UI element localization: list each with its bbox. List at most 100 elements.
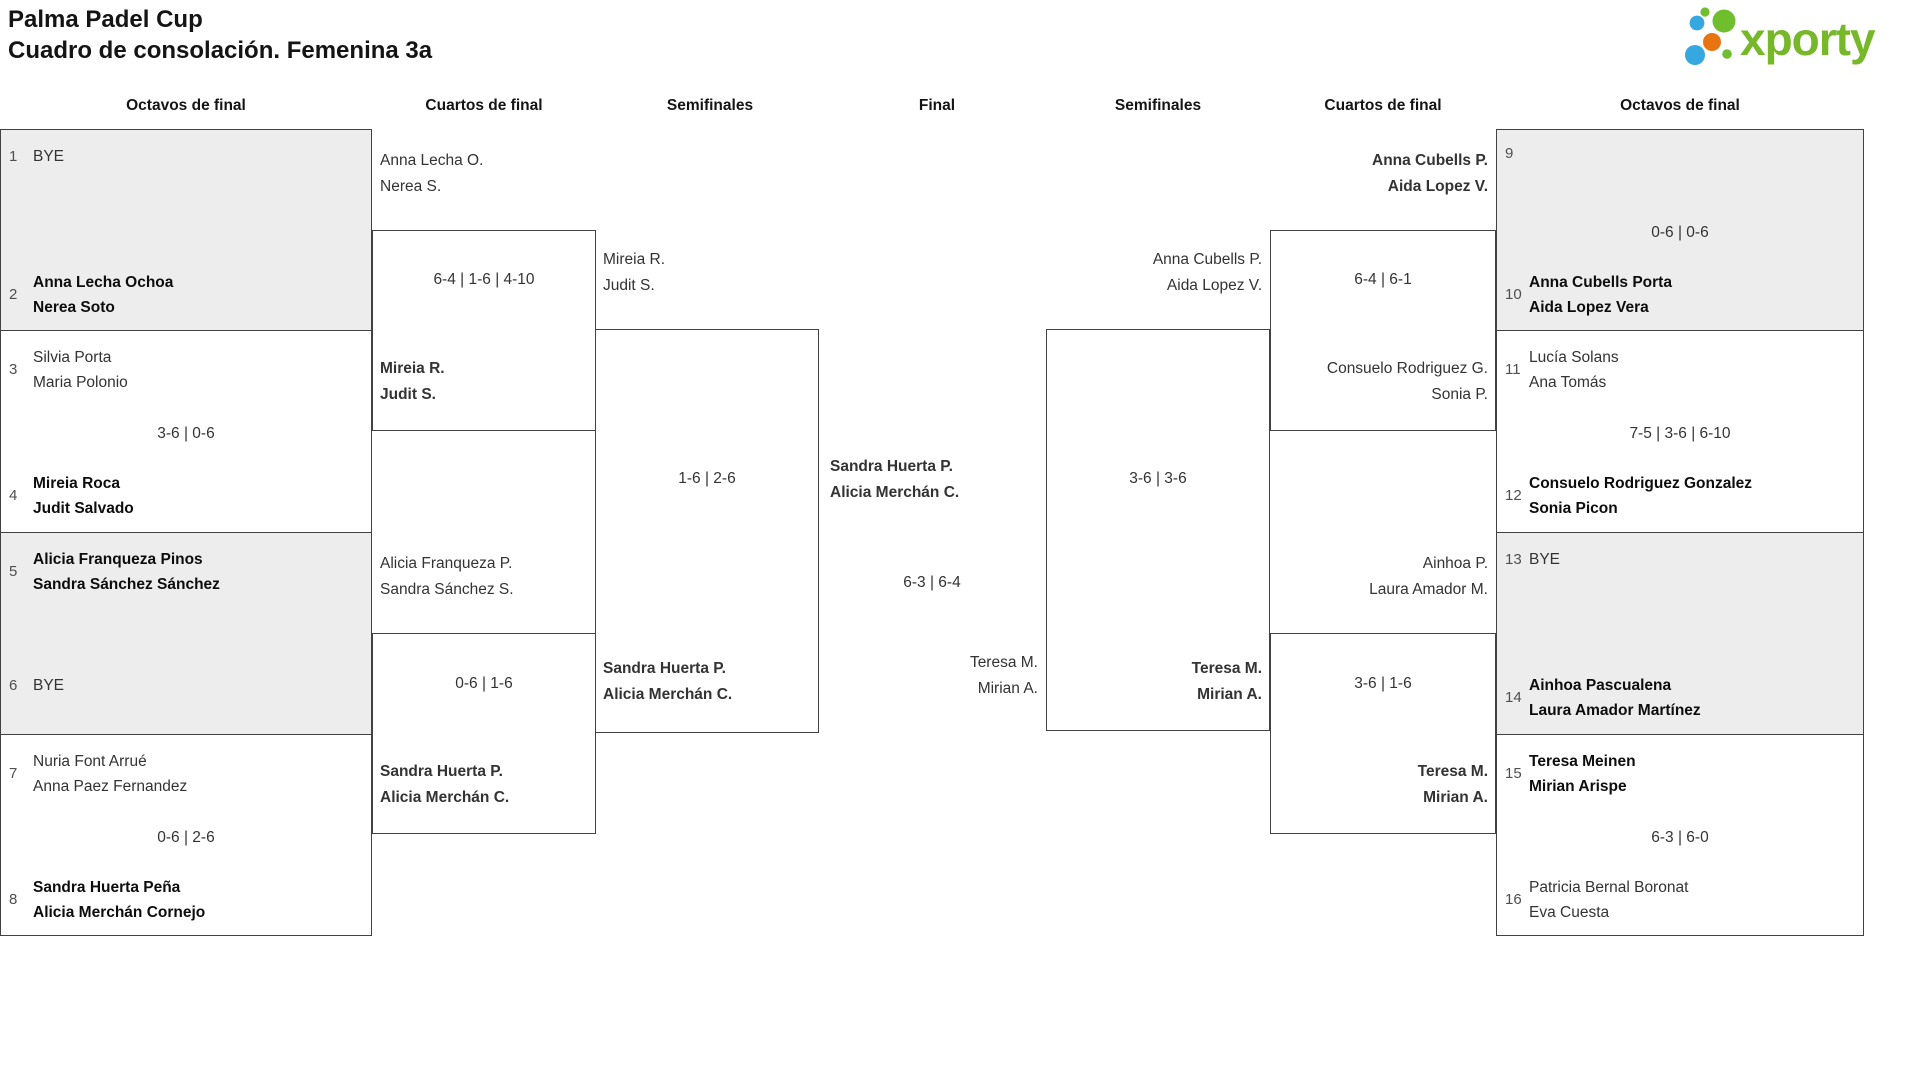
sf-team: Sandra Huerta P.Alicia Merchán C.	[603, 660, 733, 703]
qf-right-bottom-box	[1270, 633, 1496, 834]
sf-score: 3-6 | 3-6	[1129, 470, 1187, 487]
seed-number: 6	[9, 676, 18, 694]
seed-number: 4	[9, 487, 18, 504]
column-header-semis-left: Semifinales	[666, 97, 754, 114]
qf-score: 6-4 | 6-1	[1354, 271, 1412, 288]
column-header-octavos-right: Octavos de final	[1620, 97, 1740, 114]
seed-number: 14	[1505, 689, 1522, 706]
match-score: 3-6 | 0-6	[157, 425, 215, 442]
qf-team: Teresa M.Mirian A.	[1417, 763, 1488, 806]
seed-number: 9	[1505, 145, 1514, 162]
seed-number: 16	[1505, 891, 1522, 908]
qf-team: Alicia Franqueza P.Sandra Sánchez S.	[380, 555, 514, 598]
qf-team: Sandra Huerta P.Alicia Merchán C.	[380, 763, 510, 806]
qf-score: 6-4 | 1-6 | 4-10	[433, 271, 535, 288]
page-title: Palma Padel Cup Cuadro de consolación. F…	[8, 4, 432, 66]
seed-number: 2	[9, 286, 18, 303]
logo-dot-icon	[1712, 9, 1736, 33]
logo-wordmark: xporty	[1740, 13, 1876, 65]
match-score: 0-6 | 0-6	[1651, 224, 1709, 241]
team-row: 9	[1497, 144, 1859, 164]
qf-left-bottom-box	[372, 633, 596, 834]
team-names: BYE	[1529, 551, 1561, 568]
seed-number: 1	[9, 147, 18, 165]
final-team: Teresa M.Mirian A.	[969, 654, 1038, 697]
team-row: 13 BYE	[1497, 547, 1859, 572]
column-header-semis-right: Semifinales	[1114, 97, 1202, 114]
logo-dot-icon	[1689, 15, 1705, 31]
sf-right-box	[1046, 329, 1270, 731]
logo-dot-icon	[1685, 45, 1705, 65]
tournament-name: Palma Padel Cup	[8, 6, 203, 33]
sf-score: 1-6 | 2-6	[678, 470, 736, 487]
qf-team: Ainhoa P.Laura Amador M.	[1369, 555, 1488, 598]
team-row: 6 BYE	[1, 673, 367, 698]
seed-number: 8	[9, 891, 18, 908]
seed-number: 3	[9, 361, 18, 378]
qf-score: 0-6 | 1-6	[455, 675, 513, 692]
qf-team: Consuelo Rodriguez G.Sonia P.	[1326, 360, 1488, 403]
sf-team: Anna Cubells P.Aida Lopez V.	[1152, 251, 1262, 294]
qf-team: Mireia R.Judit S.	[380, 360, 445, 403]
match-score: 6-3 | 6-0	[1651, 829, 1709, 846]
xporty-logo[interactable]: xporty	[1680, 4, 1912, 66]
team-names: BYE	[33, 677, 65, 694]
final-score: 6-3 | 6-4	[903, 574, 961, 591]
logo-dot-icon	[1700, 7, 1710, 17]
match-score: 7-5 | 3-6 | 6-10	[1629, 425, 1731, 442]
team-row: 1 BYE	[1, 144, 367, 169]
match-score: 0-6 | 2-6	[157, 829, 215, 846]
seed-number: 10	[1505, 286, 1522, 303]
qf-team: Anna Cubells P.Aida Lopez V.	[1372, 152, 1488, 195]
sf-team: Mireia R.Judit S.	[603, 251, 666, 294]
column-header-cuartos-left: Cuartos de final	[425, 97, 543, 114]
bracket-subtitle: Cuadro de consolación. Femenina 3a	[8, 37, 433, 64]
seed-number: 15	[1505, 765, 1522, 782]
sf-team: Teresa M.Mirian A.	[1191, 660, 1262, 703]
seed-number: 5	[9, 563, 18, 580]
sf-left-box	[595, 329, 819, 733]
column-header-final: Final	[918, 97, 956, 114]
logo-dot-icon	[1703, 33, 1721, 51]
qf-team: Anna Lecha O.Nerea S.	[380, 152, 484, 195]
seed-number: 7	[9, 765, 18, 782]
seed-number: 11	[1505, 361, 1521, 378]
column-header-cuartos-right: Cuartos de final	[1324, 97, 1442, 114]
seed-number: 13	[1505, 550, 1522, 568]
logo-dot-icon	[1722, 49, 1732, 59]
qf-right-top-box	[1270, 230, 1496, 431]
final-team: Sandra Huerta P.Alicia Merchán C.	[830, 458, 960, 501]
column-header-octavos-left: Octavos de final	[126, 97, 246, 114]
qf-score: 3-6 | 1-6	[1354, 675, 1412, 692]
